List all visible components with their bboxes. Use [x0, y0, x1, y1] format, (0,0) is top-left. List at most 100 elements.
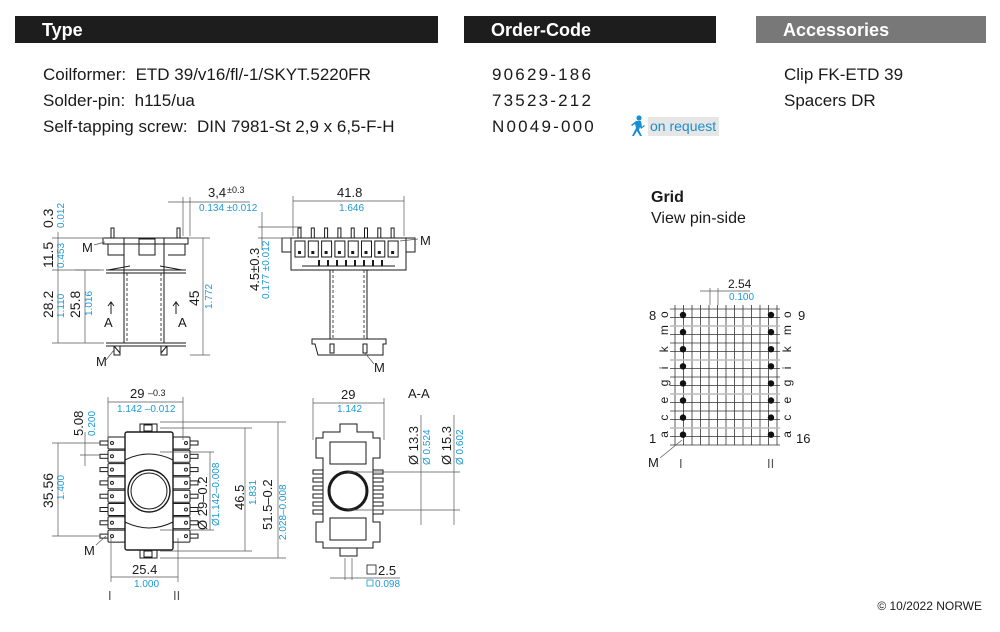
pin — [99, 493, 109, 499]
order-code: N0049-000 — [492, 117, 596, 136]
dim-outer-dia-inch: Ø 0.602 — [455, 429, 466, 465]
dim-outer-dia-mm: Ø 15.3 — [439, 426, 454, 465]
grid-pin-dot — [679, 346, 687, 353]
pin-hole — [184, 441, 188, 445]
fin — [373, 485, 384, 491]
pin-pad — [172, 463, 191, 477]
grid-row-letter: o — [657, 311, 671, 318]
pin — [99, 453, 109, 459]
on-request-badge: on request — [630, 115, 720, 136]
grid-row-letter: k — [657, 345, 671, 352]
marker-m: M — [374, 360, 385, 375]
dim-inner-inch: 1.016 — [84, 291, 95, 316]
dim-pitch-mm: 5.08 — [71, 411, 86, 436]
row-label-i: I — [108, 588, 112, 603]
dim-pin-mm: 4.5±0.3 — [247, 248, 262, 291]
pin — [390, 227, 395, 239]
dim-width-mm: 41.8 — [337, 185, 362, 200]
section-title: A-A — [408, 386, 430, 401]
courier-figure-icon — [631, 115, 645, 136]
grid-pin-dot — [679, 311, 687, 319]
pin — [99, 520, 109, 526]
fin — [312, 477, 323, 483]
grid-pin-dot — [679, 431, 687, 438]
dim-rowspace-inch: 1.000 — [134, 579, 159, 590]
grid-pitch-inch: 0.100 — [729, 292, 754, 303]
dim-height-inch: 1.772 — [204, 284, 215, 309]
pin-pad — [172, 476, 191, 490]
pin — [364, 227, 368, 239]
pin-hole — [184, 494, 188, 499]
row-label-i: I — [679, 456, 683, 471]
dim-width-tol: –0.3 — [148, 388, 166, 398]
grid-row-letter: m — [657, 325, 671, 335]
front-view: 41.8 1.646 4.5±0.3 0.177 ±0.012 M M — [247, 185, 431, 375]
item-label: Coilformer: — [43, 65, 127, 84]
section-mark-a: A — [104, 315, 113, 330]
fin — [312, 509, 323, 515]
pin — [297, 227, 302, 239]
item-value: ETD 39/v16/fl/-1/SKYT.5220FR — [135, 65, 371, 84]
pin-hole — [110, 454, 114, 459]
pin — [189, 440, 199, 446]
grid-row-letter: c — [657, 415, 671, 421]
pin-hole — [351, 251, 355, 254]
pin — [377, 227, 382, 239]
bottom-view: 29 –0.3 1.142 –0.012 5.08 0.200 35.56 1.… — [40, 386, 289, 603]
pin-hole — [184, 520, 188, 525]
fin — [312, 485, 323, 491]
order-code: 90629-186 — [492, 65, 594, 84]
pin-number-16: 16 — [796, 431, 810, 446]
dim-bore-mm: Ø 29–0.2 — [195, 477, 210, 531]
pin-pad — [172, 516, 191, 530]
pin-hole — [184, 507, 188, 512]
grid-pin-dot — [767, 397, 775, 404]
pin-tip — [363, 260, 365, 266]
pin — [350, 227, 355, 239]
dim-bore-inch: Ø1.142–0.008 — [211, 462, 222, 526]
dim-width-inch: 1.646 — [339, 203, 364, 214]
item-solder-pin: Solder-pin: h115/ua — [43, 88, 195, 114]
dim-total-inch: 2.028–0.008 — [278, 484, 289, 540]
pin-socket — [334, 240, 346, 258]
grid-pin-dot — [767, 414, 775, 421]
item-coilformer: Coilformer: ETD 39/v16/fl/-1/SKYT.5220FR — [43, 62, 371, 88]
marker-m: M — [96, 354, 107, 369]
fin — [373, 509, 384, 515]
pin-hole — [110, 480, 114, 485]
fin — [312, 469, 323, 475]
pin-number-1: 1 — [649, 431, 656, 446]
pin-tip — [345, 260, 347, 266]
grid-pin-dot — [767, 363, 775, 370]
pin-socket — [361, 240, 372, 258]
grid-row-letter: e — [780, 397, 794, 404]
fin — [373, 493, 384, 499]
pin — [189, 467, 199, 473]
fin — [312, 493, 323, 499]
pin-socket — [374, 240, 386, 258]
item-label: Self-tapping screw: — [43, 117, 188, 136]
row-label-ii: II — [767, 456, 774, 471]
header-accessories: Accessories — [756, 16, 986, 43]
pin-hole — [110, 534, 114, 539]
dim-top-mm: 11.5 — [40, 242, 56, 268]
dim-flange-inch: 0.012 — [56, 203, 67, 228]
grid-row-letter: m — [780, 325, 794, 335]
dim-offset-mm: 3,4 — [208, 185, 226, 200]
grid-row-letter: a — [780, 431, 794, 438]
pin-hole — [184, 467, 188, 472]
item-value: h115/ua — [134, 91, 195, 110]
copyright: © 10/2022 NORWE — [877, 599, 982, 613]
pin — [324, 227, 329, 239]
item-label: Solder-pin: — [43, 91, 126, 110]
grid-row-letter: c — [780, 415, 794, 421]
grid-row-letter: a — [657, 431, 671, 438]
pin — [189, 453, 199, 459]
dim-offset-inch: 0.134 ±0.012 — [199, 203, 258, 214]
accessory-item: Clip FK-ETD 39 — [784, 65, 904, 84]
grid-row-letter: e — [657, 397, 671, 404]
pin-pad — [172, 503, 191, 516]
item-screw: Self-tapping screw: DIN 7981-St 2,9 x 6,… — [43, 114, 395, 140]
pin-pad — [172, 449, 191, 463]
